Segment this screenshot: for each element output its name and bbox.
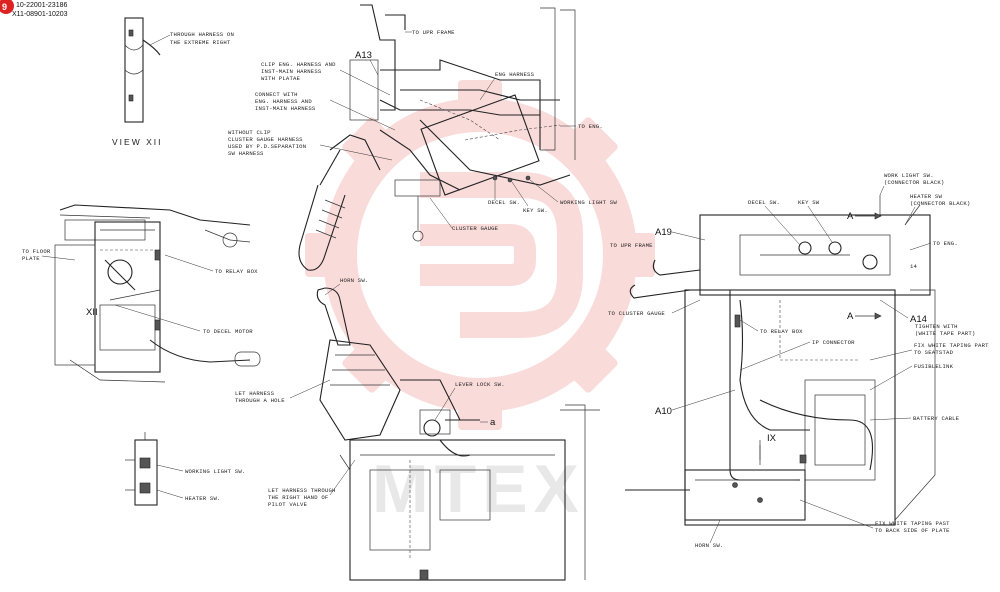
label-fusible-link: FUSIBLELINK (914, 363, 954, 370)
arrow-a1-label: A (847, 211, 854, 222)
label-cluster-gauge-mid: CLUSTER GAUGE (452, 225, 499, 232)
label-let-harness-right-2: THE RIGHT HAND OF (268, 494, 328, 501)
label-to-relay-box: TO RELAY BOX (215, 268, 258, 275)
label-tighten-2: (WHITE TAPE PART) (915, 330, 975, 337)
view-mark-ix: IX (767, 433, 777, 444)
label-connect-with-1: CONNECT WITH (255, 91, 298, 98)
left-switch-bracket (125, 432, 158, 506)
label-clip-eng-1: CLIP ENG. HARNESS AND (261, 61, 336, 68)
label-to-eng-top: TO ENG. (578, 123, 603, 130)
label-heater-right-1: HEATER SW (910, 193, 942, 200)
label-through-harness-1: THROUGH HARNESS ON (170, 31, 234, 38)
label-clip-eng-3: WITH PLATAE (261, 75, 301, 82)
label-fix-white-back-2: TO BACK SIDE OF PLATE (875, 527, 950, 534)
label-fix-white-back-1: FIX WHITE TAPING PAST (875, 520, 950, 527)
label-to-eng-right: TO ENG. (933, 240, 958, 247)
label-decel-sw-mid: DECEL SW. (488, 199, 520, 206)
label-work-light-right-1: WORK LIGHT SW. (884, 172, 934, 179)
label-heater-right-2: (CONNECTOR BLACK) (910, 200, 970, 207)
label-to-floor-plate-1: TO FLOOR (22, 248, 51, 255)
view-xii-bracket (124, 17, 171, 123)
label-key-sw-right: KEY SW (798, 199, 820, 206)
arrow-a2-label: A (847, 311, 854, 322)
label-lever-lock-sw: LEVER LOCK SW. (455, 381, 505, 388)
left-control-assembly (54, 204, 261, 383)
page-badge (0, 0, 14, 14)
label-connect-with-3: INST-MAIN HARNESS (255, 105, 316, 112)
label-horn-sw-mid: HORN SW. (340, 277, 368, 284)
label-battery-cable: BATTERY CABLE (913, 415, 960, 422)
label-working-light-sw-left: WORKING LIGHT SW. (185, 468, 245, 475)
label-ip-connector: IP CONNECTOR (812, 339, 855, 346)
callout-a10: A10 (655, 406, 672, 417)
label-fix-white-1: FIX WHITE TAPING PART (914, 342, 989, 349)
watermark-text: MTEX (372, 451, 585, 527)
label-work-light-right-2: (CONNECTOR BLACK) (884, 179, 944, 186)
label-eng-harness: ENG HARNESS (495, 71, 535, 78)
label-let-harness-hole-2: THROUGH A HOLE (235, 397, 285, 404)
label-clip-eng-2: INST-MAIN HARNESS (261, 68, 322, 75)
label-to-relay-box-right: TO RELAY BOX (760, 328, 803, 335)
label-let-harness-hole-1: LET HARNESS (235, 390, 275, 397)
label-to-cluster-gauge-right: TO CLUSTER GAUGE (608, 310, 665, 317)
label-without-clip-1: WITHOUT CLIP (228, 129, 271, 136)
label-heater-sw-left: HEATER SW. (185, 495, 221, 502)
label-without-clip-3: USED BY P.D.SEPARATION (228, 143, 306, 150)
label-to-upr-frame-top: TO UPR FRAME (412, 29, 455, 36)
callout-a19: A19 (655, 227, 672, 238)
label-connect-with-2: ENG. HARNESS AND (255, 98, 312, 105)
page-badge-number: 9 (2, 2, 7, 12)
right-cab-assembly (625, 195, 936, 526)
document-header: 9 10-22001-23186 X11-08901-10203 (0, 0, 68, 18)
label-without-clip-4: SW HARNESS (228, 150, 264, 157)
label-tighten-1: TIGHTEN WITH (915, 323, 958, 330)
pilot-lever-assembly (316, 287, 600, 581)
label-to-decel-motor: TO DECEL MOTOR (203, 328, 253, 335)
part-number-line-1: 10-22001-23186 (16, 2, 67, 9)
view-xii-title: VIEW XII (112, 137, 162, 147)
view-mark-xii: XII (86, 307, 98, 318)
label-to-upr-frame-right: TO UPR FRAME (610, 242, 653, 249)
part-number-line-2: X11-08901-10203 (12, 11, 68, 18)
mark-14: 14 (910, 263, 918, 270)
upper-console-assembly (298, 4, 576, 271)
callout-a13: A13 (355, 50, 372, 61)
label-without-clip-2: CLUSTER GAUGE HARNESS (228, 136, 303, 143)
mark-a: a (490, 417, 496, 428)
label-through-harness-2: THE EXTREME RIGHT (170, 39, 231, 46)
callout-a14: A14 (910, 314, 927, 325)
label-fix-white-2: TO SEATSTAD (914, 349, 954, 356)
label-horn-sw-bottom: HORN SW. (695, 542, 723, 549)
label-to-floor-plate-2: PLATE (22, 255, 40, 262)
label-working-light-sw-mid: WORKING LIGHT SW (560, 199, 617, 206)
label-decel-sw-right: DECEL SW. (748, 199, 780, 206)
watermark-gear-logo (305, 80, 655, 430)
label-let-harness-right-1: LET HARNESS THROUGH (268, 487, 336, 494)
label-let-harness-right-3: PILOT VALVE (268, 501, 308, 508)
label-key-sw-mid: KEY SW. (523, 207, 548, 214)
